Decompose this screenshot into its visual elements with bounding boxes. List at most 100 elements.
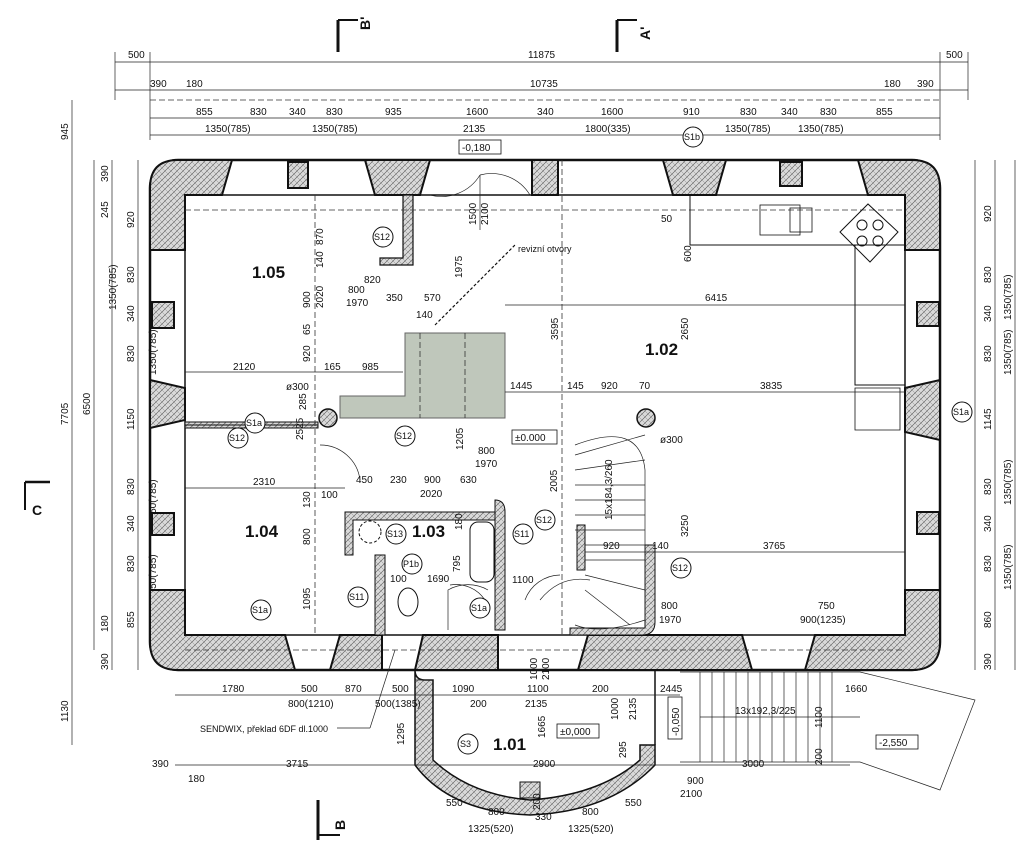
- dim-top-14: 1600: [466, 107, 489, 118]
- dim-in-2005: 2005: [549, 469, 560, 492]
- dim-top-25: 1800(335): [585, 124, 631, 135]
- dim-in-100b: 100: [321, 490, 338, 501]
- dim-top-12: 830: [326, 107, 343, 118]
- dim-left-7705: 7705: [60, 402, 71, 425]
- dim-top-10: 830: [250, 107, 267, 118]
- note-revision: revizní otvory: [518, 244, 572, 254]
- section-label-b-bottom: B: [332, 820, 348, 830]
- dim-left-920: 920: [126, 211, 137, 228]
- dim-left-340b: 340: [126, 515, 137, 532]
- dim-in-130: 130: [302, 491, 313, 508]
- room-label-1-01: 1.01: [493, 735, 526, 754]
- dim-right-920: 920: [983, 205, 994, 222]
- dim-right-830a: 830: [983, 266, 994, 283]
- dim-in-145: 145: [567, 381, 584, 392]
- dim-top-24: 2135: [463, 124, 486, 135]
- dim-left-1350c: 1350(785): [148, 479, 159, 525]
- tag-s12-5: S12: [672, 563, 688, 573]
- dim-top-8: 390: [917, 79, 934, 90]
- dim-in-1100a: 1100: [512, 575, 534, 586]
- dim-in-800a: 800: [348, 285, 365, 296]
- dim-in-2120: 2120: [233, 362, 256, 373]
- dim-right-830b: 830: [983, 345, 994, 362]
- dim-bot-1780: 1780: [222, 684, 245, 695]
- level-top: -0,180: [462, 143, 491, 154]
- dim-in-2020a: 2020: [315, 285, 326, 308]
- revision-leader: [434, 244, 516, 326]
- dim-in-920b: 920: [603, 541, 620, 552]
- dim-left-340a: 340: [126, 305, 137, 322]
- inner-stair: [539, 434, 646, 630]
- dim-bot-2900: 2900: [533, 759, 556, 770]
- section-marker-b-bottom: [316, 800, 340, 840]
- dim-in-870: 870: [315, 228, 326, 245]
- inner-dimension-lines: [175, 304, 905, 766]
- dim-in-800d: 800: [302, 528, 313, 545]
- dim-left-1130: 1130: [60, 700, 71, 722]
- dim-top-6: 10735: [530, 79, 558, 90]
- dim-left-830c: 830: [126, 478, 137, 495]
- dim-in-750: 750: [818, 601, 835, 612]
- dim-left-830b: 830: [126, 345, 137, 362]
- dim-top-7: 180: [884, 79, 901, 90]
- dim-in-1690: 1690: [427, 574, 450, 585]
- dim-bot-500-1385: 500(1385): [375, 699, 421, 710]
- room-label-1-04: 1.04: [245, 522, 279, 541]
- dim-top-18: 830: [740, 107, 757, 118]
- dim-left-830d: 830: [126, 555, 137, 572]
- dim-in-1100b: 1100: [814, 706, 825, 728]
- dim-in-920: 920: [601, 381, 618, 392]
- tag-s12-4: S12: [536, 515, 552, 525]
- tag-s1a-2: S1a: [252, 605, 268, 615]
- dim-in-6415: 6415: [705, 293, 728, 304]
- dim-in-350: 350: [386, 293, 403, 304]
- dim-top-26: 1350(785): [725, 124, 771, 135]
- dim-arc-1325b: 1325(520): [568, 824, 614, 835]
- dim-in-2100b: 2100: [541, 657, 552, 680]
- top-dimension-lines: [114, 52, 969, 140]
- dim-in-50: 50: [661, 214, 673, 225]
- dim-in-230: 230: [390, 475, 407, 486]
- dim-top-17: 910: [683, 107, 700, 118]
- dim-top-3: 500: [946, 50, 963, 61]
- dim-right-340a: 340: [983, 305, 994, 322]
- dim-right-390: 390: [983, 653, 994, 670]
- dim-right-1350c: 1350(785): [1003, 459, 1014, 505]
- dim-in-200a: 200: [814, 748, 825, 765]
- dim-in-1000b: 1000: [610, 697, 621, 720]
- dim-bot-180: 180: [188, 774, 205, 785]
- tag-s12-2: S12: [229, 433, 245, 443]
- dim-in-1095: 1095: [302, 587, 313, 610]
- tag-s1a-3: S1a: [953, 407, 969, 417]
- dim-bot-200a: 200: [592, 684, 609, 695]
- dim-in-100a: 100: [390, 574, 407, 585]
- tag-s11-2: S11: [349, 592, 364, 602]
- dim-bot-1090: 1090: [452, 684, 475, 695]
- tag-s13: S13: [387, 529, 403, 539]
- dim-in-1500: 1500: [468, 202, 479, 225]
- dim-top-5: 180: [186, 79, 203, 90]
- dim-top-2: 11875: [528, 50, 556, 61]
- dim-left-180: 180: [100, 615, 111, 632]
- dim-top-21: 855: [876, 107, 893, 118]
- dim-bot-3715: 3715: [286, 759, 309, 770]
- tag-s1a-1: S1a: [246, 418, 262, 428]
- dim-in-1445: 1445: [510, 381, 533, 392]
- dim-right-1350b: 1350(785): [1003, 329, 1014, 375]
- dim-in-140c: 140: [652, 541, 669, 552]
- level-main: ±0.000: [515, 433, 546, 444]
- dim-in-1970c: 1970: [659, 615, 682, 626]
- section-label-a-top: A': [637, 27, 653, 40]
- dim-in-900c: 900: [687, 776, 704, 787]
- dim-left-855: 855: [126, 611, 137, 628]
- bathroom-fixtures: [358, 520, 495, 630]
- dim-right-830d: 830: [983, 555, 994, 572]
- dim-top-15: 340: [537, 107, 554, 118]
- dim-left-1150: 1150: [126, 408, 137, 430]
- dim-arc-800b: 800: [582, 807, 599, 818]
- dim-in-900-1235: 900(1235): [800, 615, 846, 626]
- dim-in-2310: 2310: [253, 477, 276, 488]
- dim-bot-500b: 500: [392, 684, 409, 695]
- dim-top-23: 1350(785): [312, 124, 358, 135]
